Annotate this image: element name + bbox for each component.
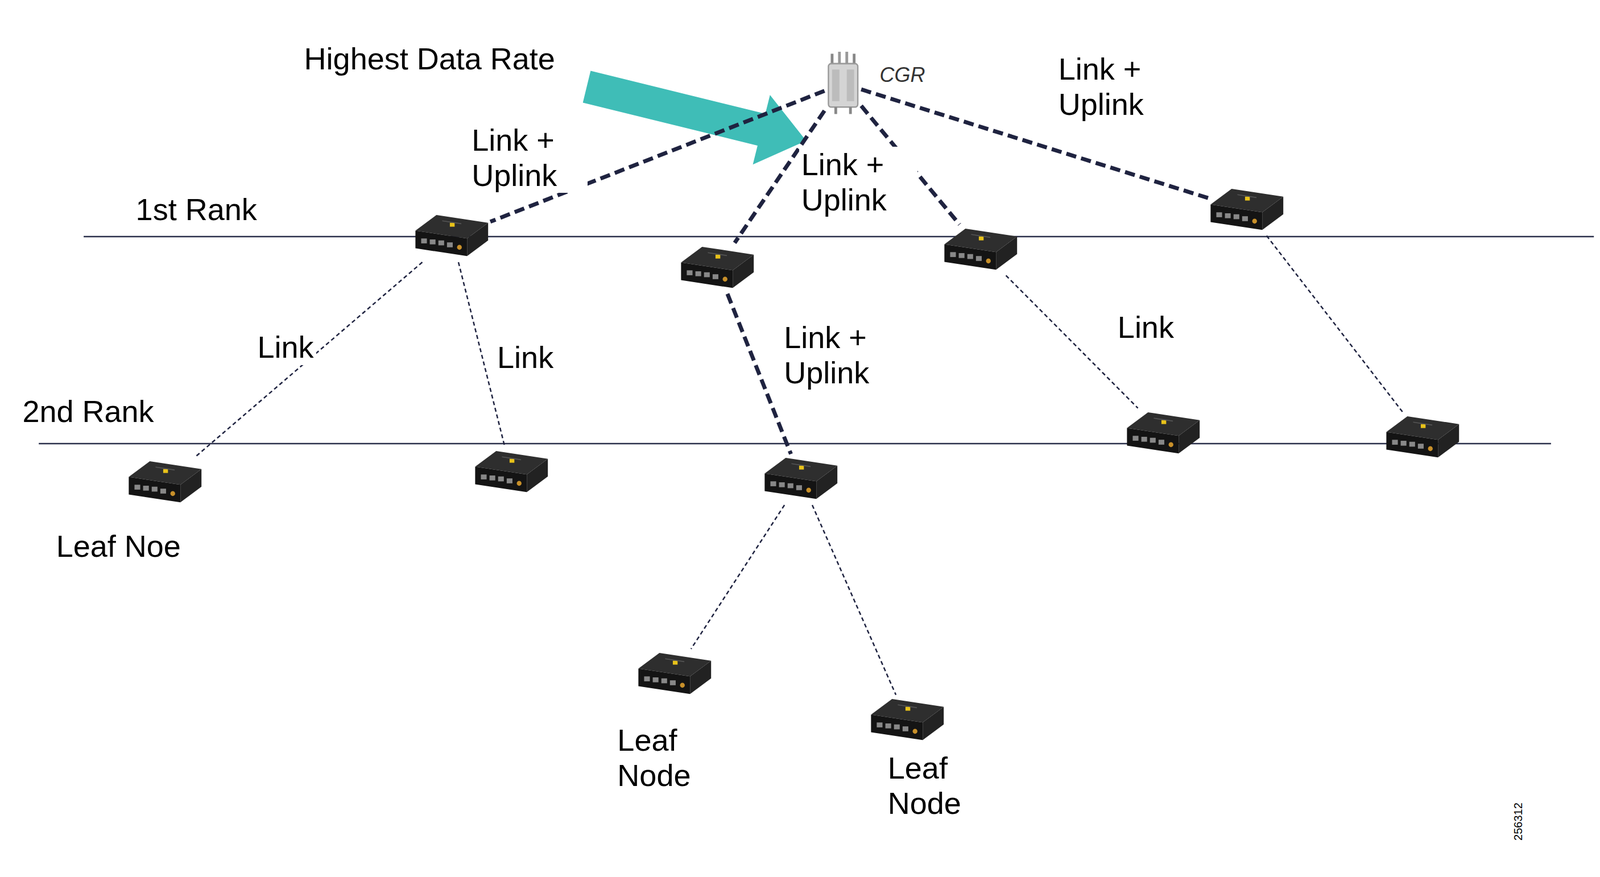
- link-connector: [812, 505, 896, 696]
- router-node: [1384, 412, 1462, 464]
- router-icon: [473, 447, 551, 499]
- router-icon: [869, 695, 946, 747]
- link-connector: [1266, 235, 1403, 412]
- router-icon: [126, 457, 204, 509]
- callout-text: Highest Data Rate: [304, 40, 556, 77]
- router-node: [1208, 184, 1286, 237]
- router-node: [762, 453, 840, 506]
- rank-line: [83, 236, 1594, 238]
- edge-label: Link + Uplink: [469, 122, 588, 193]
- edge-label: Link + Uplink: [781, 319, 900, 391]
- router-icon: [762, 453, 840, 506]
- edge-label: Link: [1115, 309, 1177, 345]
- router-node: Leaf Noe: [126, 457, 204, 509]
- cgr-icon: [824, 51, 862, 115]
- router-icon: [636, 648, 714, 701]
- router-node: Leaf Node: [636, 648, 714, 701]
- link-connector: [691, 505, 785, 649]
- router-icon: [413, 211, 491, 263]
- router-node: Leaf Node: [869, 695, 946, 747]
- node-label: Leaf Noe: [56, 528, 181, 564]
- edge-label: Link + Uplink: [799, 146, 918, 218]
- router-icon: [942, 224, 1020, 276]
- node-label: Leaf Node: [617, 722, 720, 793]
- node-label: Leaf Node: [887, 750, 991, 821]
- gateway-node: CGR: [824, 51, 862, 115]
- edge-label: Link: [255, 329, 317, 365]
- edge-label: Link: [494, 339, 556, 375]
- router-node: [1125, 408, 1202, 460]
- node-label: CGR: [879, 63, 925, 87]
- rank-label: 1st Rank: [135, 191, 258, 227]
- rank-label: 2nd Rank: [22, 393, 154, 429]
- rank-line: [38, 443, 1552, 445]
- router-icon: [1384, 412, 1462, 464]
- figure-number: 256312: [1511, 802, 1525, 841]
- router-node: [413, 211, 491, 263]
- callout-arrow: [583, 70, 807, 165]
- router-node: [473, 447, 551, 499]
- router-icon: [1125, 408, 1202, 460]
- edge-label: Link + Uplink: [1056, 51, 1175, 122]
- router-icon: [679, 242, 756, 295]
- router-node: [942, 224, 1020, 276]
- router-node: [679, 242, 756, 295]
- router-icon: [1208, 184, 1286, 237]
- link-connector: [195, 262, 423, 458]
